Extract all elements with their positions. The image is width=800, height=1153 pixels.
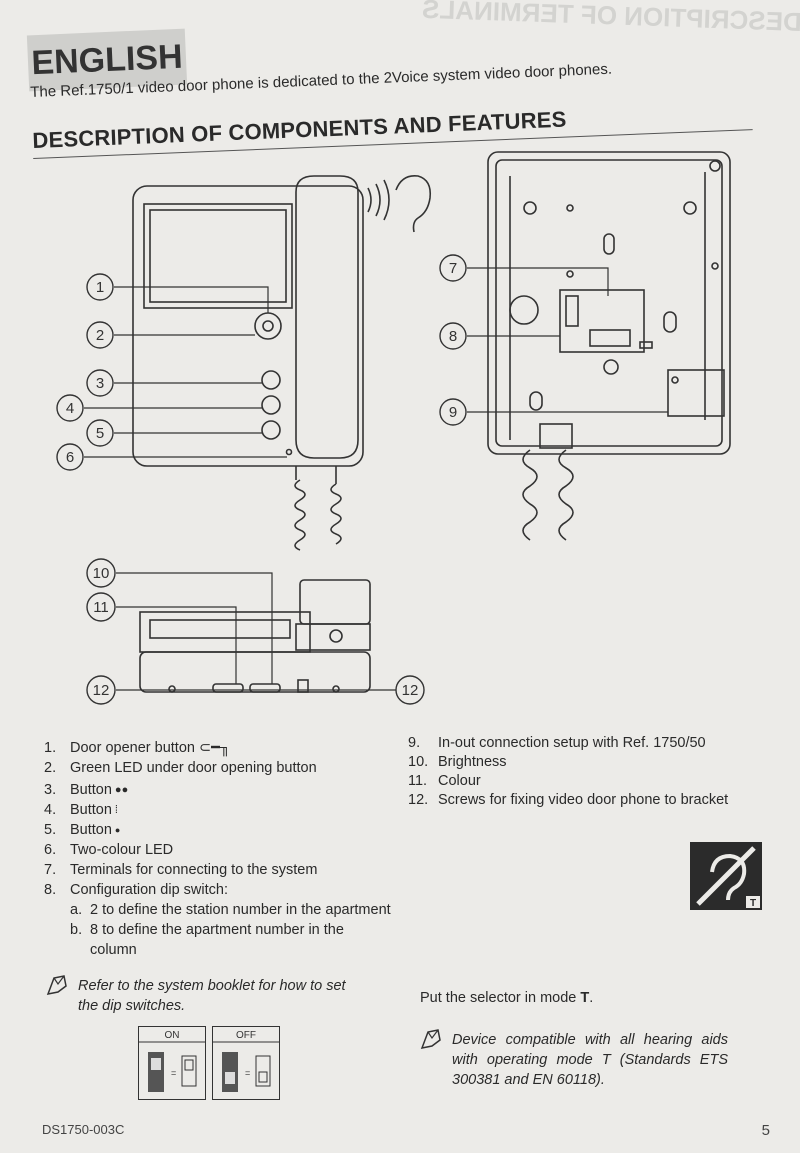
dip-on-label: ON — [165, 1030, 180, 1041]
callout-9 — [439, 398, 467, 426]
components-list-left: 1. Door opener button ⊂━╖ 2. Green LED u… — [44, 738, 394, 960]
callout-label-10: 10 — [93, 565, 110, 582]
callout-4 — [56, 394, 84, 422]
hearing-loop-t-label: T — [750, 898, 756, 909]
callout-8 — [439, 322, 467, 350]
rear-panel — [487, 151, 731, 455]
two-dots-icon: ●● — [114, 784, 129, 796]
callout-label-12-left: 12 — [93, 682, 110, 699]
page-number: 5 — [761, 1122, 770, 1139]
button-3 — [261, 370, 281, 390]
components-list-right: 9. In-out connection setup with Ref. 175… — [408, 734, 778, 810]
button-5 — [261, 420, 281, 440]
callout-label-6: 6 — [66, 449, 74, 466]
coil-cord — [294, 466, 306, 551]
sub-list-item: a. 2 to define the station number in the… — [70, 902, 391, 918]
two-colour-led — [285, 448, 293, 456]
callout-label-4: 4 — [66, 400, 74, 417]
dip-switch-illustration: ON OFF = = — [138, 1026, 280, 1100]
dip-switch-note: Refer to the system booklet for how to s… — [46, 975, 368, 1016]
screen-frame — [143, 203, 293, 309]
connection-setup — [667, 369, 725, 417]
callout-label-1: 1 — [96, 279, 104, 296]
list-item: 8. Configuration dip switch: — [44, 882, 228, 898]
callout-5 — [86, 419, 114, 447]
selector-instruction: Put the selector in mode T. — [420, 990, 594, 1006]
list-item: 1. Door opener button ⊂━╖ — [44, 740, 231, 756]
screen — [149, 209, 287, 303]
list-item: 2. Green LED under door opening button — [44, 760, 317, 776]
callout-label-11: 11 — [93, 599, 109, 616]
callout-7 — [439, 254, 467, 282]
components-diagram: 1 2 3 4 5 6 7 8 9 10 11 12 12 T — [56, 151, 731, 705]
list-item: 3. Button ●● — [44, 782, 129, 798]
list-item: 7. Terminals for connecting to the syste… — [44, 862, 318, 878]
callout-10 — [86, 558, 116, 588]
callout-1 — [86, 273, 114, 301]
callout-2 — [86, 321, 114, 349]
list-item: 6. Two-colour LED — [44, 842, 174, 858]
callout-label-5: 5 — [96, 425, 104, 442]
list-item: 12. Screws for fixing video door phone t… — [408, 792, 729, 808]
callout-12-right — [395, 675, 425, 705]
callout-label-2: 2 — [96, 327, 104, 344]
colour-knob — [249, 683, 281, 693]
callout-label-8: 8 — [449, 328, 457, 345]
list-item: 9. In-out connection setup with Ref. 175… — [408, 735, 706, 751]
svg-text:=: = — [245, 1068, 250, 1078]
sub-list-item: b. 8 to define the apartment number in t… — [70, 922, 344, 958]
note-hand-icon — [46, 975, 67, 996]
handset — [295, 175, 359, 459]
note-hand-icon — [420, 1029, 441, 1050]
callout-11 — [86, 592, 116, 622]
monitor-body — [132, 185, 364, 467]
callout-3 — [86, 369, 114, 397]
callout-label-7: 7 — [449, 260, 457, 277]
single-dot-icon: ● — [114, 825, 121, 835]
vertical-dots-icon: ⁞ — [114, 804, 118, 816]
list-item: 4. Button ⁞ — [44, 802, 118, 818]
callout-label-3: 3 — [96, 375, 104, 392]
hearing-aid-note: Device compatible with all hearing aids … — [420, 1029, 728, 1090]
callout-6 — [56, 443, 84, 471]
list-item: 5. Button ● — [44, 822, 121, 838]
terminal-block — [559, 289, 645, 353]
svg-text:=: = — [171, 1068, 176, 1078]
hearing-loop-icon: T — [690, 842, 762, 910]
coil-cord — [330, 466, 342, 545]
list-item: 10. Brightness — [408, 754, 507, 770]
document-code: DS1750-003C — [42, 1122, 125, 1137]
list-item: 11. Colour — [408, 773, 481, 789]
button-4 — [261, 395, 281, 415]
brightness-knob — [212, 683, 244, 693]
callout-label-12-right: 12 — [402, 682, 419, 699]
door-opener-button — [254, 312, 282, 340]
dip-off-label: OFF — [236, 1030, 256, 1041]
callout-12-left — [86, 675, 116, 705]
callout-label-9: 9 — [449, 404, 457, 421]
key-icon: ⊂━╖ — [198, 740, 231, 756]
